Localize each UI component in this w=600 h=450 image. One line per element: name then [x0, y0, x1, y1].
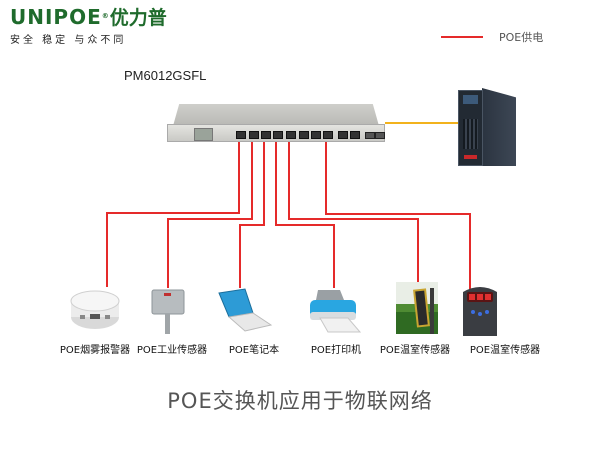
switch-port [338, 131, 348, 139]
diagram-title: POE交换机应用于物联网络 [167, 389, 433, 413]
switch-port [350, 131, 360, 139]
brand-slogan: 安全 稳定 与众不同 [10, 35, 127, 46]
device-label: POE温室传感器 [469, 345, 541, 356]
poe-wire-2 [167, 141, 253, 288]
switch-port [299, 131, 309, 139]
industrial-sensor-icon [151, 289, 185, 334]
device-label: POE笔记本 [228, 345, 280, 356]
device-label: POE工业传感器 [136, 345, 208, 356]
switch-port [236, 131, 246, 139]
switch-port [323, 131, 333, 139]
switch-port [249, 131, 259, 139]
switch-model-label: PM6012GSFL [124, 68, 207, 83]
poe-wire-5 [288, 141, 419, 282]
brand-name: UNIPOE®优力普 [10, 6, 167, 29]
poe-wire-1 [106, 141, 240, 287]
legend-label: POE供电 [499, 31, 544, 44]
smoke-detector-icon [70, 290, 120, 329]
legend-line-icon [441, 36, 483, 38]
switch-port [286, 131, 296, 139]
registered-mark: ® [101, 12, 110, 20]
poe-wire-4 [275, 141, 335, 288]
printer-icon [310, 290, 362, 333]
switch-port [311, 131, 321, 139]
device-label: POE温室传感器 [379, 345, 451, 356]
poe-switch-icon [167, 104, 385, 142]
legend: POE供电 [441, 29, 543, 45]
device-label: POE打印机 [310, 345, 362, 356]
ups-icon [458, 88, 516, 166]
switch-port [273, 131, 283, 139]
brand-en: UNIPOE [10, 5, 102, 29]
device-label: POE烟雾报警器 [59, 345, 131, 356]
switch-sfp-port [365, 132, 375, 139]
switch-port [261, 131, 271, 139]
brand-cn: 优力普 [109, 7, 167, 29]
poe-wire-6 [325, 141, 471, 300]
switch-sfp-port [375, 132, 385, 139]
greenhouse-sensor-icon [463, 287, 497, 336]
switch-lcd [194, 128, 213, 141]
brand-logo: UNIPOE®优力普 安全 稳定 与众不同 [10, 6, 167, 46]
laptop-icon [218, 288, 273, 332]
poe-wire-3 [239, 141, 265, 288]
greenhouse-sensor-icon [396, 282, 438, 334]
